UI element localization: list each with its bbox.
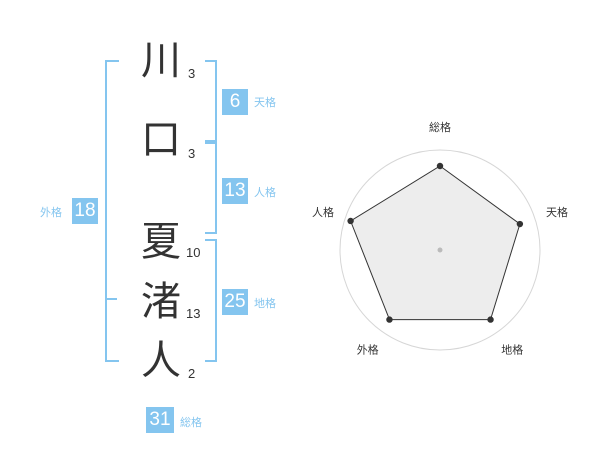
soukaku-value: 31	[146, 407, 174, 433]
tenkaku-value: 6	[222, 89, 248, 115]
tenkaku-label: 天格	[254, 96, 276, 109]
soukaku-label: 総格	[180, 416, 202, 429]
radar-point	[436, 162, 444, 170]
radar-axis-label: 総格	[429, 120, 451, 134]
radar-point	[487, 316, 494, 323]
radar-point	[386, 316, 393, 323]
gaikaku-label: 外格	[40, 206, 62, 219]
gaikaku-bracket-split	[105, 298, 117, 300]
stroke-count-5: 2	[188, 366, 196, 381]
chikaku-bracket	[205, 239, 217, 362]
radar-points	[347, 162, 524, 323]
radar-axis-label: 外格	[357, 343, 379, 357]
gaikaku-value: 18	[72, 198, 98, 224]
name-char-5: 人	[141, 338, 181, 384]
name-char-3: 夏	[141, 219, 181, 265]
name-char-1: 川	[141, 38, 181, 84]
radar-axis-label: 人格	[312, 205, 334, 219]
radar-series-polygon	[349, 165, 521, 321]
radar-center-dot	[437, 247, 443, 253]
stroke-count-3: 10	[186, 245, 201, 260]
tenkaku-bracket	[205, 60, 217, 142]
radar-axis-label: 地格	[501, 343, 523, 357]
radar-axis-label: 天格	[546, 205, 568, 219]
name-char-4: 渚	[141, 279, 181, 325]
stroke-count-4: 13	[186, 306, 201, 321]
stroke-count-1: 3	[188, 66, 196, 81]
name-char-2: 口	[141, 117, 181, 163]
jinkaku-value: 13	[222, 178, 248, 204]
jinkaku-bracket	[205, 142, 217, 234]
radar-point	[516, 220, 524, 228]
radar-point	[347, 217, 354, 225]
chikaku-value: 25	[222, 289, 248, 315]
chikaku-label: 地格	[254, 297, 276, 310]
gaikaku-bracket	[105, 60, 119, 362]
stroke-count-2: 3	[188, 146, 196, 161]
jinkaku-label: 人格	[254, 186, 276, 199]
